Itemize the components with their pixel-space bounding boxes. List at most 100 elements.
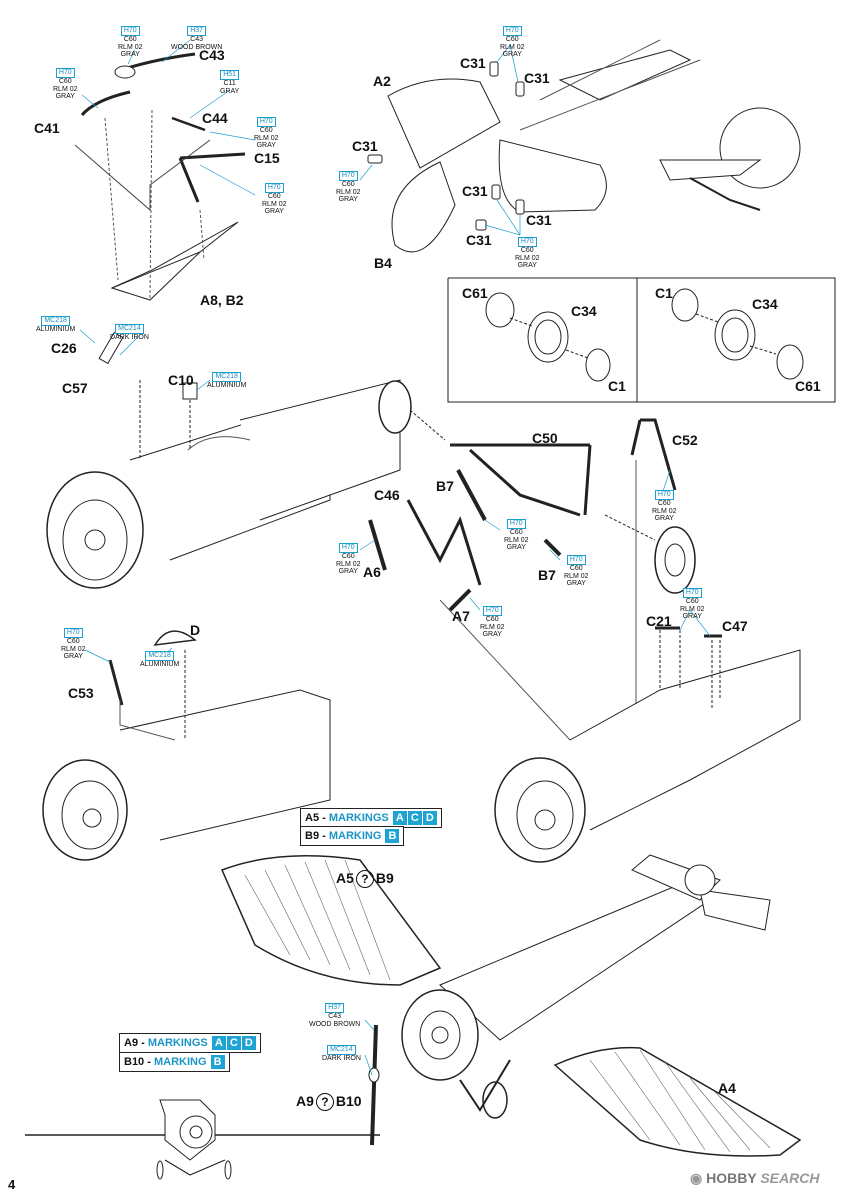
tail-assembly — [367, 39, 801, 253]
paint-l2: GRAY — [63, 653, 83, 660]
paint-l2: GRAY — [682, 613, 702, 620]
part-label-c31-5: C31 — [526, 212, 552, 228]
paint-l1: WOOD BROWN — [171, 43, 223, 51]
paint-l1: RLM 02 — [500, 43, 525, 51]
paint-hue: H70 — [654, 490, 674, 500]
paint-code-c44: H70 C60 RLM 02 GRAY — [254, 117, 279, 150]
part-label-c34-1: C34 — [571, 303, 597, 319]
paint-l1: RLM 02 — [118, 43, 143, 51]
paint-l1: ALUMINIUM — [140, 661, 180, 668]
paint-l1: DARK IRON — [110, 334, 149, 341]
paint-l2: GRAY — [654, 515, 674, 522]
paint-code-c21-c47: H70 C60 RLM 02 GRAY — [680, 588, 705, 621]
marking-label: MARKING — [328, 830, 382, 842]
paint-l2: GRAY — [482, 631, 502, 638]
paint-c: C60 — [685, 598, 699, 605]
paint-l1: RLM 02 — [680, 605, 705, 613]
part-label-b10: B10 — [335, 1093, 362, 1109]
paint-code-a7: H70 C60 RLM 02 GRAY — [480, 606, 505, 639]
paint-l2: GRAY — [566, 580, 586, 587]
paint-c: C60 — [509, 529, 523, 536]
paint-c: C60 — [267, 193, 281, 200]
marking-sep: - — [147, 1056, 151, 1068]
fuselage-cockpit-lower — [42, 630, 331, 861]
part-label-c47: C47 — [722, 618, 748, 634]
marking-sep: - — [141, 1037, 145, 1049]
part-label-a7: A7 — [452, 608, 470, 624]
landing-gear-assembly — [368, 380, 696, 741]
fuselage-front-upper — [46, 331, 401, 589]
paint-hue: H51 — [220, 70, 240, 80]
choice-a5-b9: A5?B9 — [336, 870, 394, 888]
paint-l2: GRAY — [338, 196, 358, 203]
paint-l2: GRAY — [264, 208, 284, 215]
paint-code-c31-left: H70 C60 RLM 02 GRAY — [336, 171, 361, 204]
paint-l2: GRAY — [55, 93, 75, 100]
paint-hue: H70 — [506, 519, 526, 529]
paint-l1: ALUMINIUM — [36, 326, 76, 333]
paint-code-c53: H70 C60 RLM 02 GRAY — [61, 628, 86, 661]
part-label-c61-1: C61 — [462, 285, 488, 301]
part-label-c31-4: C31 — [462, 183, 488, 199]
part-label-c15: C15 — [254, 150, 280, 166]
marking-letter: B — [210, 1055, 225, 1069]
paint-code-c41-tip: H70 C60 RLM 02 GRAY — [118, 26, 143, 59]
paint-l1: RLM 02 — [564, 572, 589, 580]
front-view — [25, 1099, 380, 1180]
marking-letter: A — [211, 1036, 226, 1050]
part-label-c31-6: C31 — [466, 232, 492, 248]
paint-hue: H70 — [55, 68, 75, 78]
paint-l2: GRAY — [338, 568, 358, 575]
part-label-c46: C46 — [374, 487, 400, 503]
marking-part: B10 — [124, 1056, 145, 1068]
paint-l1: RLM 02 — [53, 85, 78, 93]
marking-letter: C — [226, 1036, 241, 1050]
paint-l1: WOOD BROWN — [309, 1020, 361, 1028]
paint-code-c26: MC218 ALUMINIUM — [36, 316, 75, 334]
paint-c: C60 — [505, 36, 519, 43]
part-label-b7-1: B7 — [436, 478, 454, 494]
paint-l1: DARK IRON — [322, 1055, 361, 1062]
paint-hue: H37 — [325, 1003, 345, 1013]
paint-hue: H70 — [338, 171, 358, 181]
part-label-a9: A9 — [296, 1093, 314, 1109]
paint-code-c57: MC214 DARK IRON — [110, 324, 149, 342]
paint-hue: MC218 — [41, 316, 70, 326]
paint-c: C43 — [190, 36, 204, 43]
part-label-c52: C52 — [672, 432, 698, 448]
paint-l1: RLM 02 — [336, 188, 361, 196]
paint-code-c15: H70 C60 RLM 02 GRAY — [262, 183, 287, 216]
paint-l2: GRAY — [120, 51, 140, 58]
paint-c: C60 — [485, 616, 499, 623]
paint-l1: RLM 02 — [336, 560, 361, 568]
paint-code-c31-top: H70 C60 RLM 02 GRAY — [500, 26, 525, 59]
paint-l2: GRAY — [517, 262, 537, 269]
paint-c: C43 — [328, 1013, 342, 1020]
marking-part: A9 — [124, 1037, 139, 1049]
paint-c: C60 — [66, 638, 80, 645]
paint-code-c41: H70 C60 RLM 02 GRAY — [53, 68, 78, 101]
paint-c: C60 — [520, 247, 534, 254]
part-label-c50: C50 — [532, 430, 558, 446]
part-label-c57: C57 — [62, 380, 88, 396]
marking-label: MARKINGS — [147, 1037, 208, 1049]
paint-hue: H70 — [517, 237, 537, 247]
paint-l1: RLM 02 — [480, 623, 505, 631]
paint-hue: H70 — [120, 26, 140, 36]
paint-code-c43: H37 C43 WOOD BROWN — [171, 26, 222, 51]
marking-letter: B — [385, 829, 400, 843]
paint-c: C60 — [657, 500, 671, 507]
watermark-logo-icon: ◉ — [690, 1170, 707, 1186]
part-label-a5: A5 — [336, 870, 354, 886]
paint-l1: GRAY — [220, 87, 240, 95]
choice-icon: ? — [315, 1093, 334, 1111]
part-label-a6: A6 — [363, 564, 381, 580]
marking-box-b9: B9 - MARKING B — [300, 826, 405, 846]
page-number: 4 — [8, 1177, 16, 1192]
paint-code-a6: H70 C60 RLM 02 GRAY — [336, 543, 361, 576]
part-label-c43: C43 — [199, 47, 225, 63]
paint-code-c52: H70 C60 RLM 02 GRAY — [652, 490, 677, 523]
tail-skid-assembly — [74, 52, 246, 301]
paint-c: C60 — [259, 127, 273, 134]
